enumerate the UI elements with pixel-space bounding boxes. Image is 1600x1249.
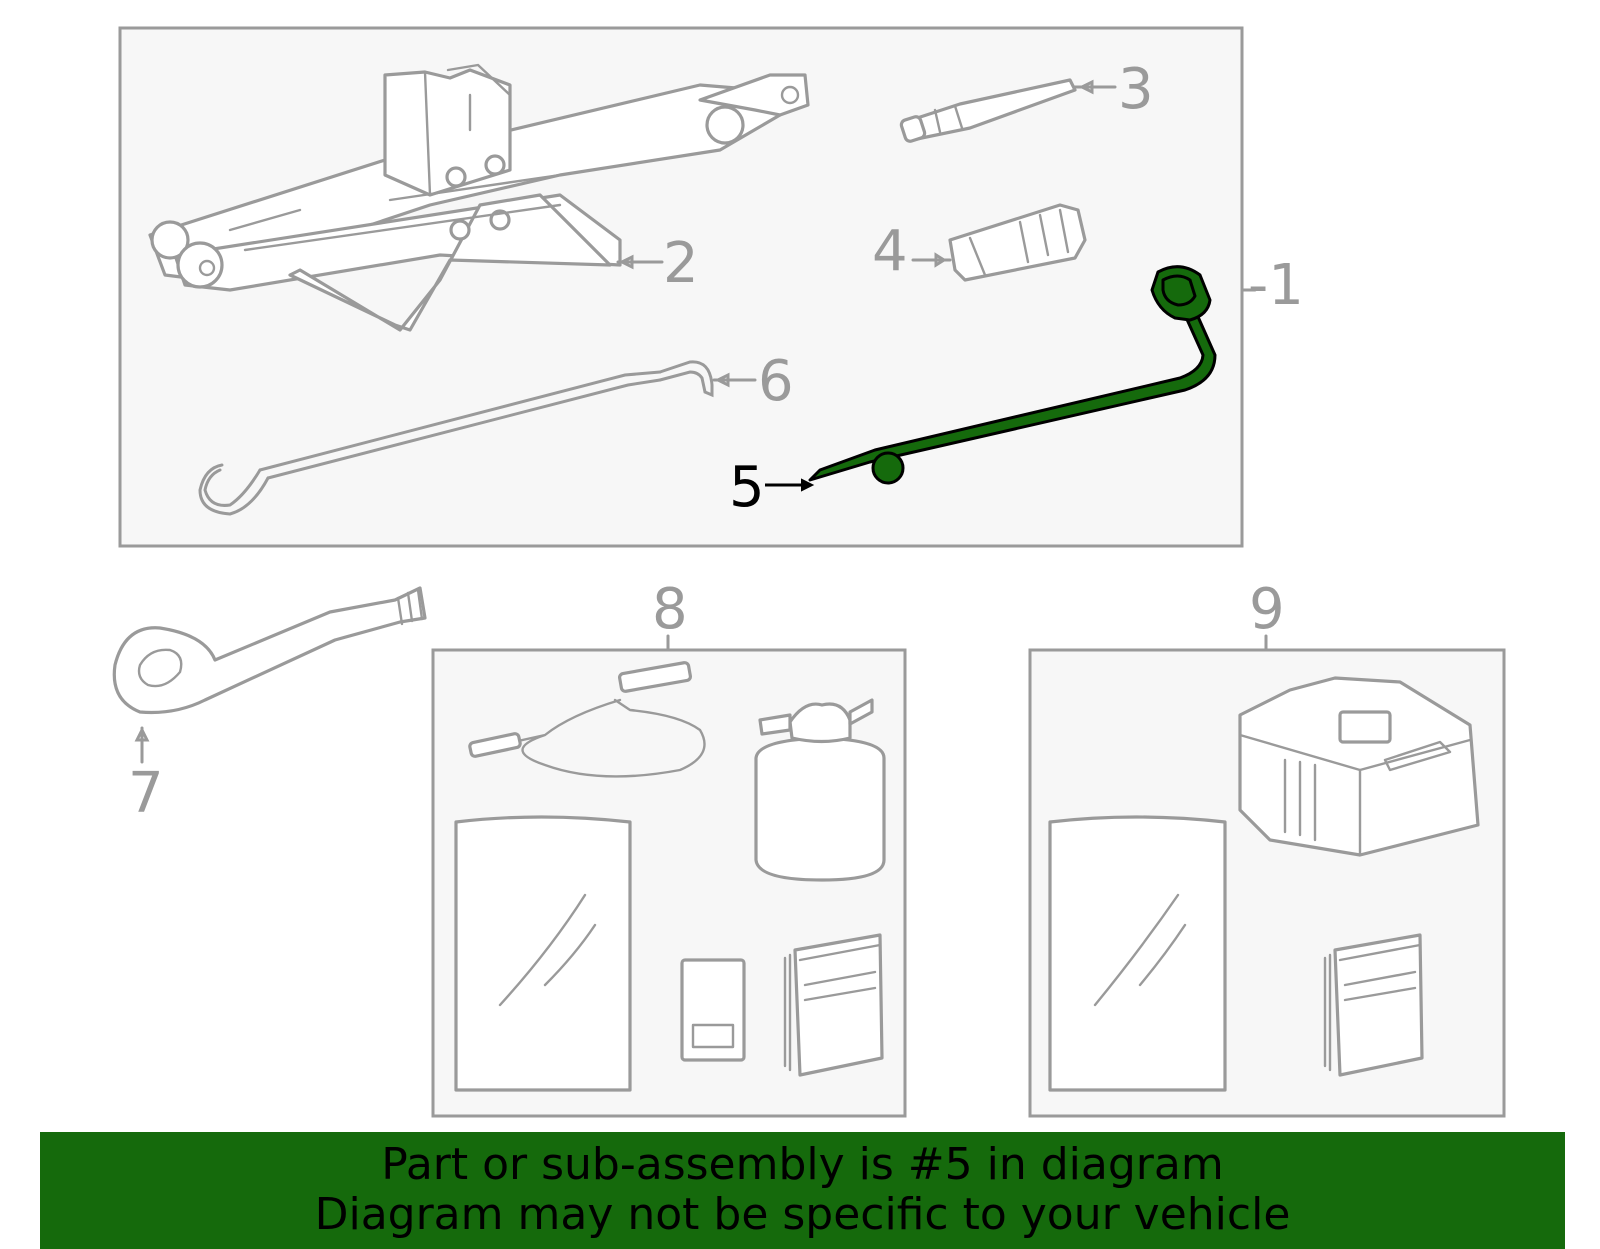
callout-3: 3 bbox=[1118, 57, 1154, 122]
callout-6: 6 bbox=[758, 349, 794, 414]
socket-adapter-part[interactable] bbox=[948, 203, 1087, 282]
callout-8: 8 bbox=[652, 577, 688, 642]
banner-line-2: Diagram may not be specific to your vehi… bbox=[314, 1189, 1291, 1240]
kit-8-contents bbox=[454, 661, 886, 1092]
info-banner: Part or sub-assembly is #5 in diagram Di… bbox=[40, 1132, 1565, 1249]
leader-lines bbox=[134, 79, 1268, 764]
jack-handle-rod-part[interactable] bbox=[198, 360, 714, 516]
extension-bar-part[interactable] bbox=[899, 78, 1077, 143]
banner-line-1: Part or sub-assembly is #5 in diagram bbox=[381, 1139, 1224, 1190]
callout-1: -1 bbox=[1248, 253, 1304, 318]
callout-5: 5 bbox=[729, 455, 765, 520]
callout-2: 2 bbox=[663, 231, 699, 296]
kit-9-contents bbox=[1048, 676, 1480, 1092]
callout-9: 9 bbox=[1249, 577, 1285, 642]
callout-4: 4 bbox=[872, 219, 908, 284]
towing-eye-part[interactable] bbox=[112, 586, 427, 715]
lug-wrench-part[interactable] bbox=[808, 265, 1217, 485]
callout-7: 7 bbox=[128, 761, 164, 826]
jack-part[interactable] bbox=[148, 63, 810, 332]
